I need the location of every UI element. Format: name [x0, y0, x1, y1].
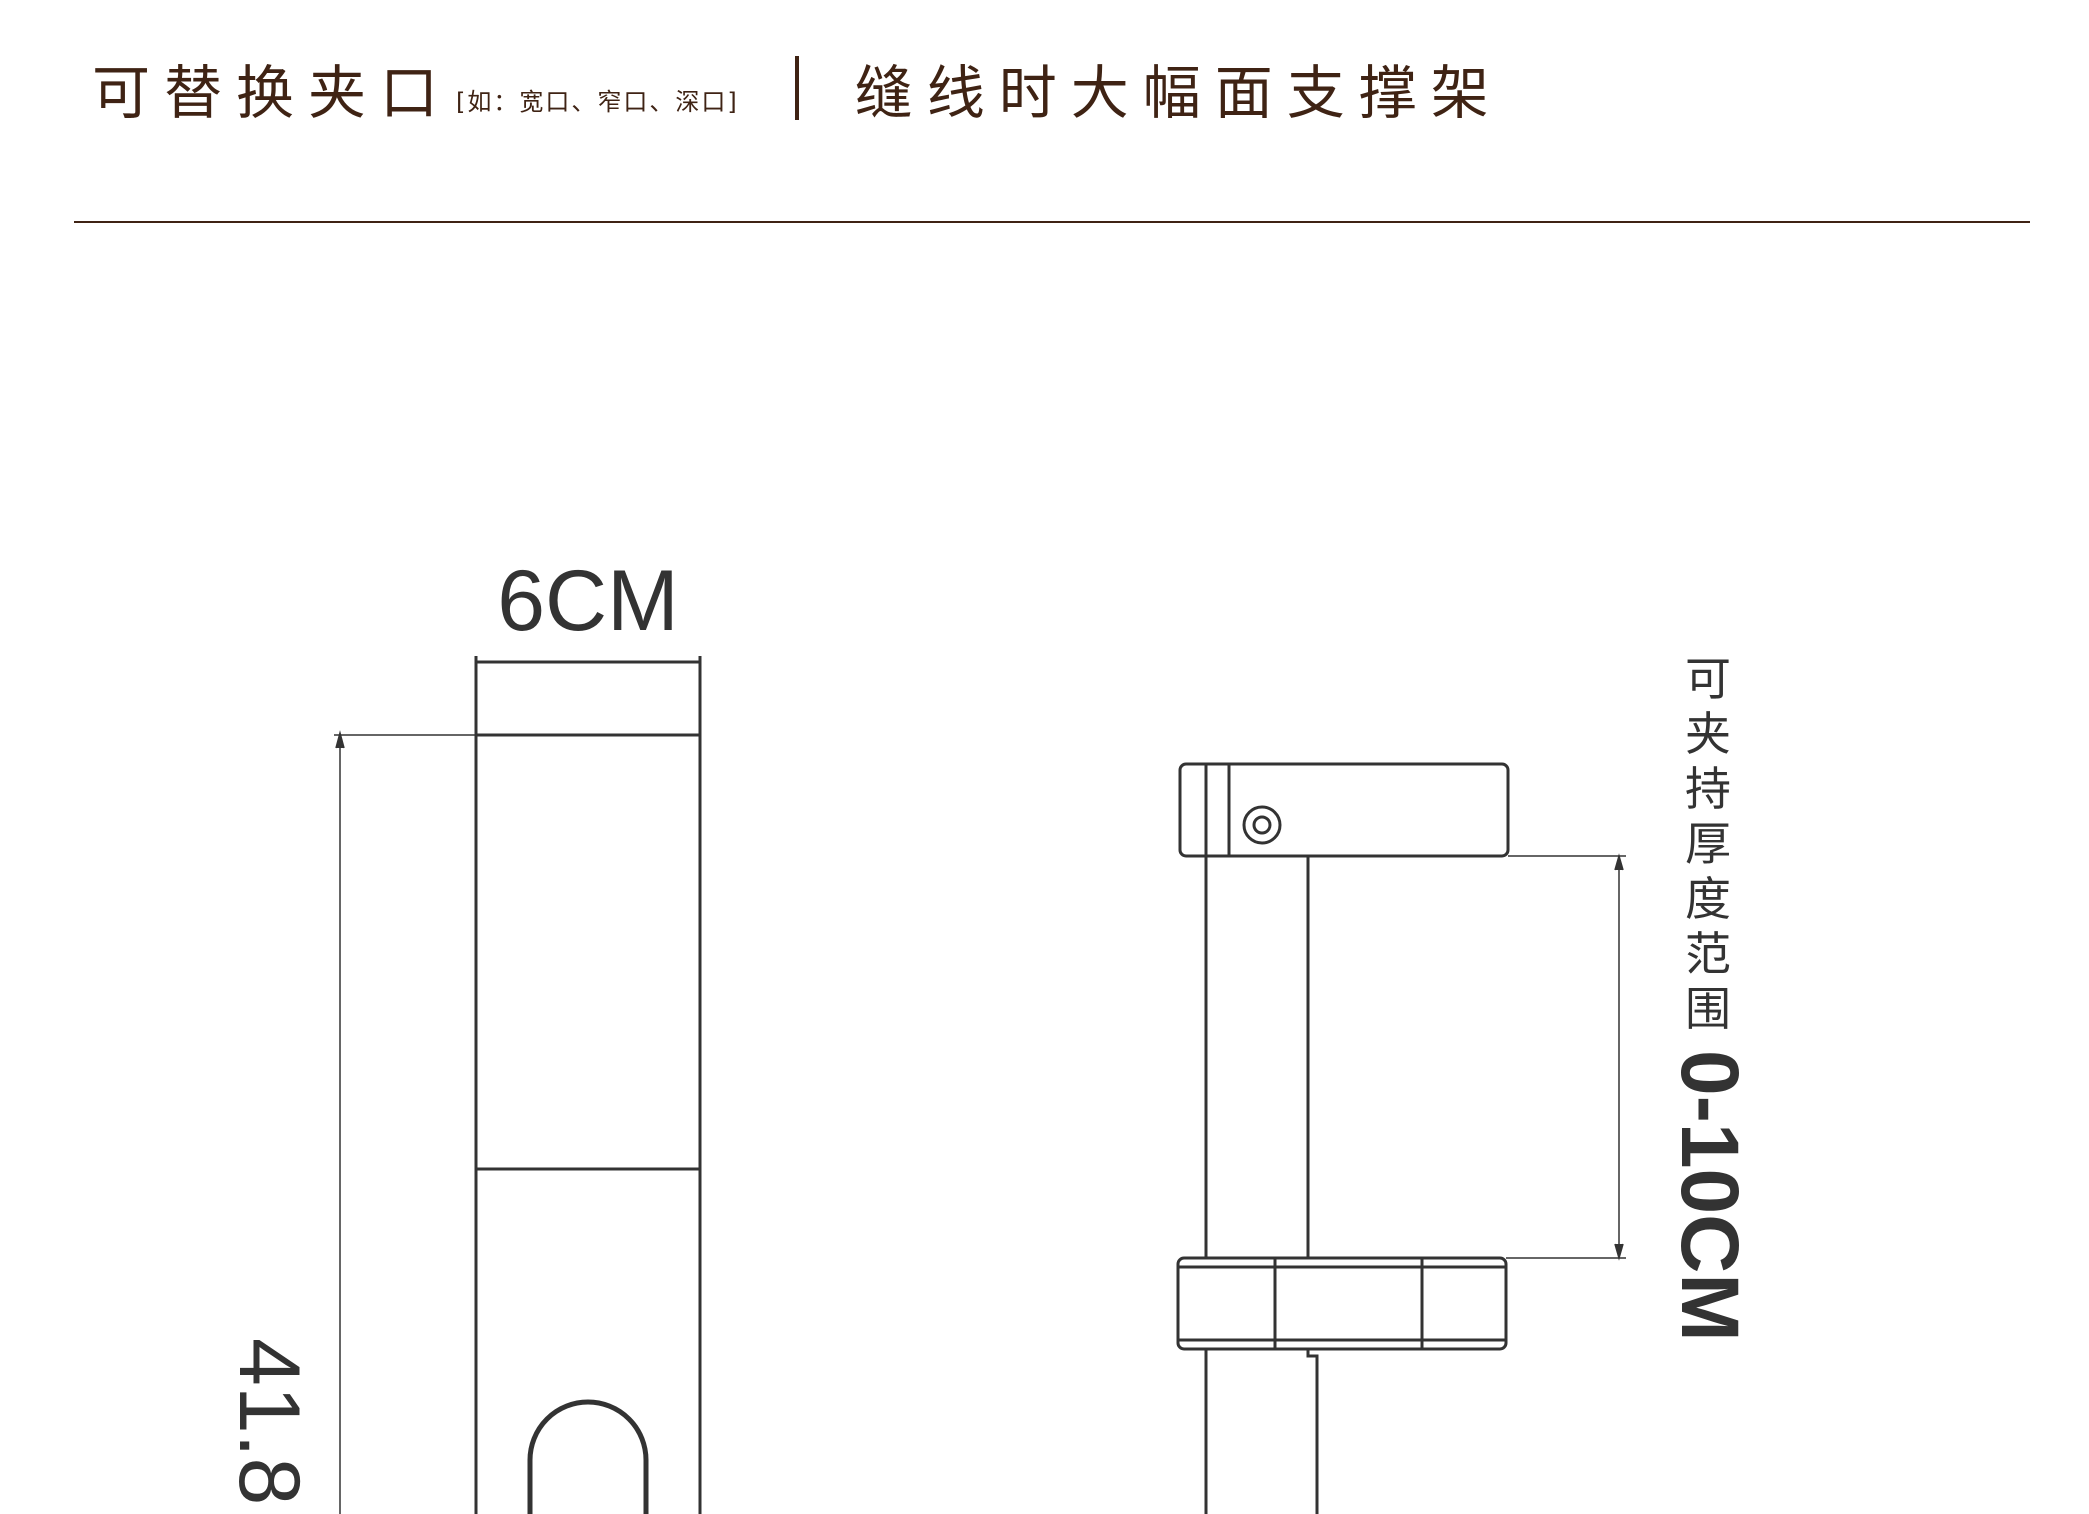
- clamp-side-view: [1176, 762, 1510, 1514]
- range-char: 范: [1685, 927, 1731, 981]
- length-dimension: [334, 730, 476, 1514]
- range-char: 厚: [1685, 817, 1731, 871]
- width-label: 6CM: [497, 553, 679, 649]
- range-char: 夹: [1685, 707, 1731, 761]
- title-left: 可替换夹口: [92, 59, 453, 127]
- range-char: 度: [1685, 872, 1731, 926]
- header-divider: [74, 221, 2030, 223]
- title-right: 缝线时大幅面支撑架: [854, 59, 1503, 127]
- range-label-cn: 可 夹 持 厚 度 范 围: [1685, 652, 1731, 1036]
- arm-side-view: [474, 658, 702, 1514]
- page-header: 可替换夹口 [如：宽口、窄口、深口] 缝线时大幅面支撑架: [92, 48, 1503, 128]
- screw-icon: [1242, 805, 1282, 845]
- arm-slot: [527, 1399, 649, 1514]
- range-value-label: 0-10CM: [1664, 1050, 1755, 1342]
- title-separator: [794, 56, 799, 120]
- range-char: 可: [1685, 652, 1731, 706]
- width-dimension: [474, 656, 702, 665]
- title-note: [如：宽口、窄口、深口]: [456, 87, 739, 116]
- range-char: 持: [1685, 762, 1731, 816]
- range-dimension: [1506, 853, 1626, 1261]
- length-label: 41.8: [221, 1338, 317, 1505]
- range-char: 围: [1685, 982, 1731, 1036]
